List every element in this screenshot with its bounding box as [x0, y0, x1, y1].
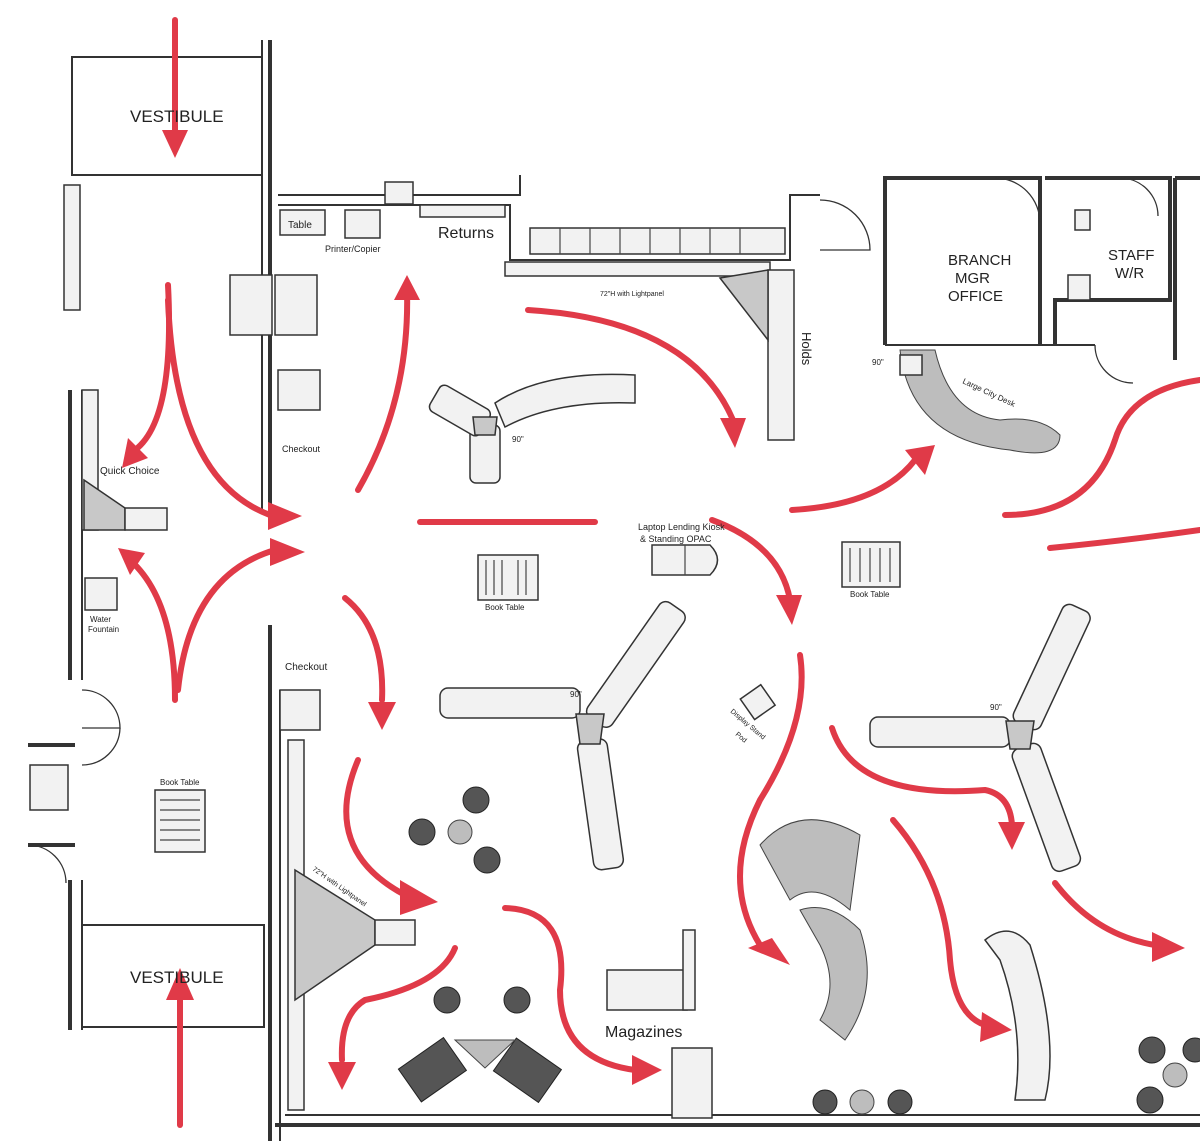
arrow-head	[748, 938, 790, 965]
flow-arrow	[175, 547, 278, 693]
arrow-head	[905, 445, 935, 475]
arrow-head	[776, 595, 802, 625]
flow-arrow	[525, 307, 736, 423]
magazines-label: Magazines	[605, 1024, 682, 1041]
flow-arrow	[132, 282, 173, 453]
arrow-head	[720, 418, 746, 448]
checkout-lower-label: Checkout	[285, 662, 327, 673]
arrow-head	[270, 538, 305, 566]
flow-arrow	[127, 557, 178, 703]
large-city-desk-label: Large City Desk	[961, 377, 1017, 410]
flow-arrow	[165, 297, 273, 518]
branch-mgr-office-label-3: OFFICE	[948, 288, 1003, 305]
flow-arrow	[789, 457, 918, 513]
returns-label: Returns	[438, 225, 494, 242]
laptop-lending-label-2: & Standing OPAC	[640, 534, 712, 544]
arrow-head	[394, 275, 420, 300]
flow-arrow	[737, 652, 805, 948]
book-table-right-label: Book Table	[850, 590, 890, 599]
circulation-arrows	[118, 17, 1200, 1128]
shelf-height-label-c: 90"	[990, 703, 1002, 712]
shelf-height-label-d: 90"	[872, 358, 884, 367]
shelf-height-label-b: 90"	[570, 690, 582, 699]
holds-label: Holds	[799, 332, 814, 366]
vestibule-bottom-label: VESTIBULE	[130, 968, 224, 987]
walls	[28, 40, 1200, 1141]
flow-arrow	[338, 945, 458, 1063]
arrow-head	[368, 702, 396, 730]
quick-choice-label: Quick Choice	[100, 466, 160, 477]
flow-arrow	[343, 757, 408, 898]
flow-arrow	[709, 517, 793, 603]
table-label: Table	[288, 220, 312, 231]
vestibule-top-label: VESTIBULE	[130, 107, 224, 126]
staff-wr-label-2: W/R	[1115, 265, 1144, 282]
laptop-lending-label-1: Laptop Lending Kiosk	[638, 522, 725, 532]
book-table-center-label: Book Table	[485, 603, 525, 612]
printer-copier-label: Printer/Copier	[325, 244, 381, 254]
branch-mgr-office-label-1: BRANCH	[948, 252, 1011, 269]
arrow-head	[162, 130, 188, 158]
flow-arrow	[502, 905, 638, 1073]
book-table-left-label: Book Table	[160, 778, 200, 787]
arrow-head	[166, 968, 194, 1000]
doors	[27, 177, 1159, 884]
water-fountain-label-1: Water	[90, 615, 111, 624]
flow-arrow	[1052, 880, 1158, 948]
flow-arrow	[1047, 527, 1200, 551]
display-stand-pod-label-2: Pod	[734, 731, 748, 744]
arrow-head	[980, 1012, 1012, 1042]
arrow-head	[328, 1062, 356, 1090]
flow-arrow	[890, 817, 988, 1028]
lightpanel-top-label: 72"H with Lightpanel	[600, 291, 664, 298]
shelf-height-label-a: 90"	[512, 435, 524, 444]
arrow-head	[118, 548, 145, 575]
arrow-head	[1152, 932, 1185, 962]
flow-arrow	[829, 725, 1015, 828]
arrow-head	[122, 438, 148, 468]
flow-arrow	[1002, 377, 1200, 518]
arrow-head	[632, 1055, 662, 1085]
arrow-head	[998, 822, 1025, 850]
water-fountain-label-2: Fountain	[88, 625, 119, 634]
furniture	[29, 181, 1200, 1119]
arrow-head	[268, 502, 302, 530]
checkout-upper-label: Checkout	[282, 444, 321, 454]
branch-mgr-office-label-2: MGR	[955, 270, 990, 287]
flow-arrow	[355, 287, 411, 493]
flow-arrow	[342, 595, 386, 703]
arrow-head	[400, 880, 438, 915]
staff-wr-label-1: STAFF	[1108, 247, 1154, 264]
